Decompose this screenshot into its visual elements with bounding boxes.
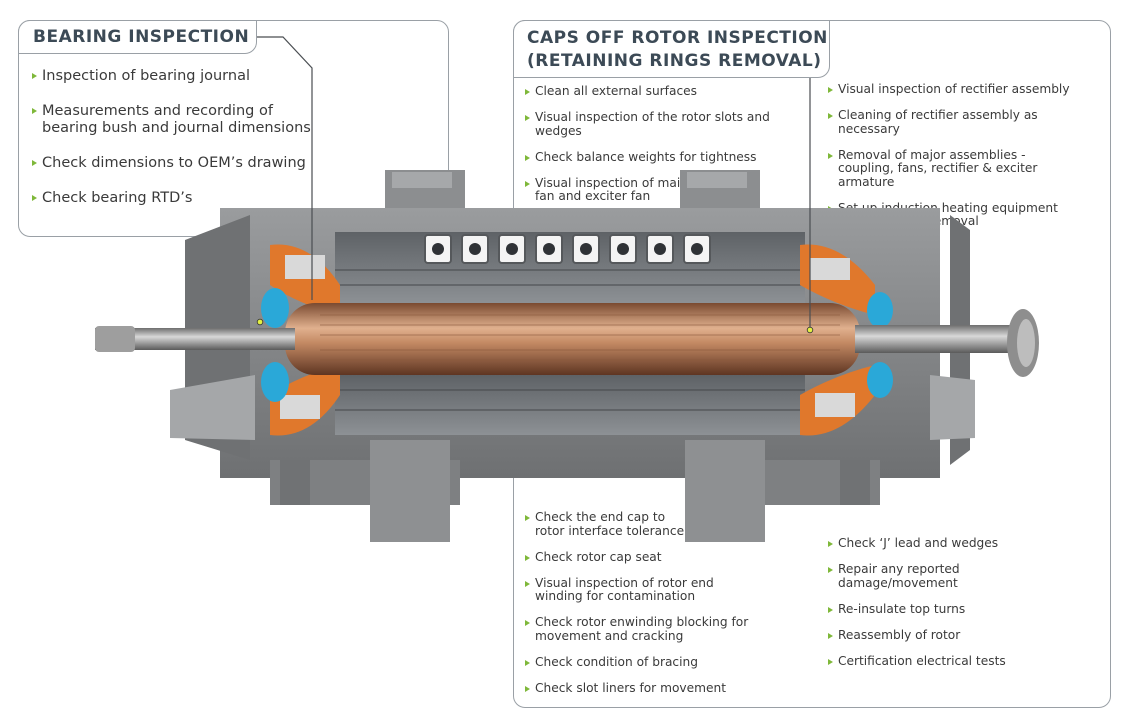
- generator-cutaway-illustration: [95, 170, 1039, 542]
- cooling-fans: [261, 288, 893, 402]
- triangle-bullet-icon: [525, 580, 530, 587]
- list-item: Removal of major assemblies - coupling, …: [828, 148, 1083, 190]
- rotor: [285, 303, 860, 375]
- triangle-bullet-icon: [828, 632, 833, 639]
- triangle-bullet-icon: [525, 180, 530, 187]
- triangle-bullet-icon: [525, 515, 530, 521]
- triangle-bullet-icon: [828, 152, 833, 159]
- list-item: Check balance weights for tightness: [525, 150, 815, 165]
- caps-top-right-list: Visual inspection of rectifier assembly …: [828, 82, 1098, 241]
- caps-bottom-right-list: Check ‘J’ lead and wedges Repair any rep…: [828, 536, 1098, 681]
- list-item: Clean all external surfaces: [525, 84, 815, 99]
- triangle-bullet-icon: [525, 115, 530, 121]
- title-line-1: CAPS OFF ROTOR INSPECTION: [527, 28, 828, 48]
- list-item: Check bearing RTD’s: [32, 190, 412, 207]
- triangle-bullet-icon: [32, 160, 37, 166]
- triangle-bullet-icon: [32, 108, 37, 114]
- triangle-bullet-icon: [525, 620, 530, 626]
- triangle-bullet-icon: [525, 685, 530, 692]
- triangle-bullet-icon: [525, 154, 530, 161]
- triangle-bullet-icon: [525, 89, 530, 95]
- list-item: Check dimensions to OEM’s drawing: [32, 155, 412, 172]
- triangle-bullet-icon: [525, 659, 530, 666]
- triangle-bullet-icon: [828, 113, 833, 119]
- list-item: Check condition of bracing: [525, 655, 785, 670]
- list-item: Check rotor cap seat: [525, 550, 785, 565]
- list-item: Visual inspection of rectifier assembly: [828, 82, 1098, 97]
- triangle-bullet-icon: [828, 567, 833, 573]
- list-item: Repair any reported damage/movement: [828, 562, 978, 590]
- list-item: Cleaning of rectifier assembly as necess…: [828, 108, 1098, 136]
- triangle-bullet-icon: [828, 606, 833, 613]
- caps-off-inspection-title: CAPS OFF ROTOR INSPECTION (RETAINING RIN…: [513, 20, 830, 78]
- triangle-bullet-icon: [525, 554, 530, 561]
- caps-bottom-left-list: Check the end cap to rotor interface tol…: [525, 510, 785, 708]
- shaft: [95, 309, 1039, 377]
- list-item: Check slot liners for movement: [525, 681, 785, 696]
- bearing-inspection-panel: [18, 20, 449, 237]
- list-item: Visual inspection of main fan and excite…: [525, 176, 695, 204]
- list-item: Visual inspection of the rotor slots and…: [525, 110, 815, 138]
- list-item: Certification electrical tests: [828, 654, 1098, 669]
- caps-top-left-list: Clean all external surfaces Visual inspe…: [525, 84, 815, 216]
- triangle-bullet-icon: [828, 541, 833, 547]
- list-item: Check rotor enwinding blocking for movem…: [525, 615, 750, 643]
- list-item: Re-insulate top turns: [828, 602, 1098, 617]
- stator-core: [335, 232, 805, 435]
- title-line-2: (RETAINING RINGS REMOVAL): [527, 51, 822, 71]
- list-item: Measurements and recording of bearing bu…: [32, 103, 312, 137]
- list-item: Check ‘J’ lead and wedges: [828, 536, 1098, 551]
- list-item: Visual inspection of rotor end winding f…: [525, 576, 725, 604]
- list-item: Inspection of bearing journal: [32, 68, 412, 85]
- bearing-inspection-list: Inspection of bearing journal Measuremen…: [32, 68, 412, 225]
- list-item: Check the end cap to rotor interface tol…: [525, 510, 695, 538]
- list-item: Reassembly of rotor: [828, 628, 1098, 643]
- triangle-bullet-icon: [32, 73, 37, 79]
- triangle-bullet-icon: [32, 195, 37, 201]
- bearing-inspection-title: BEARING INSPECTION: [18, 20, 257, 54]
- end-windings: [270, 244, 875, 436]
- triangle-bullet-icon: [828, 658, 833, 665]
- triangle-bullet-icon: [828, 87, 833, 93]
